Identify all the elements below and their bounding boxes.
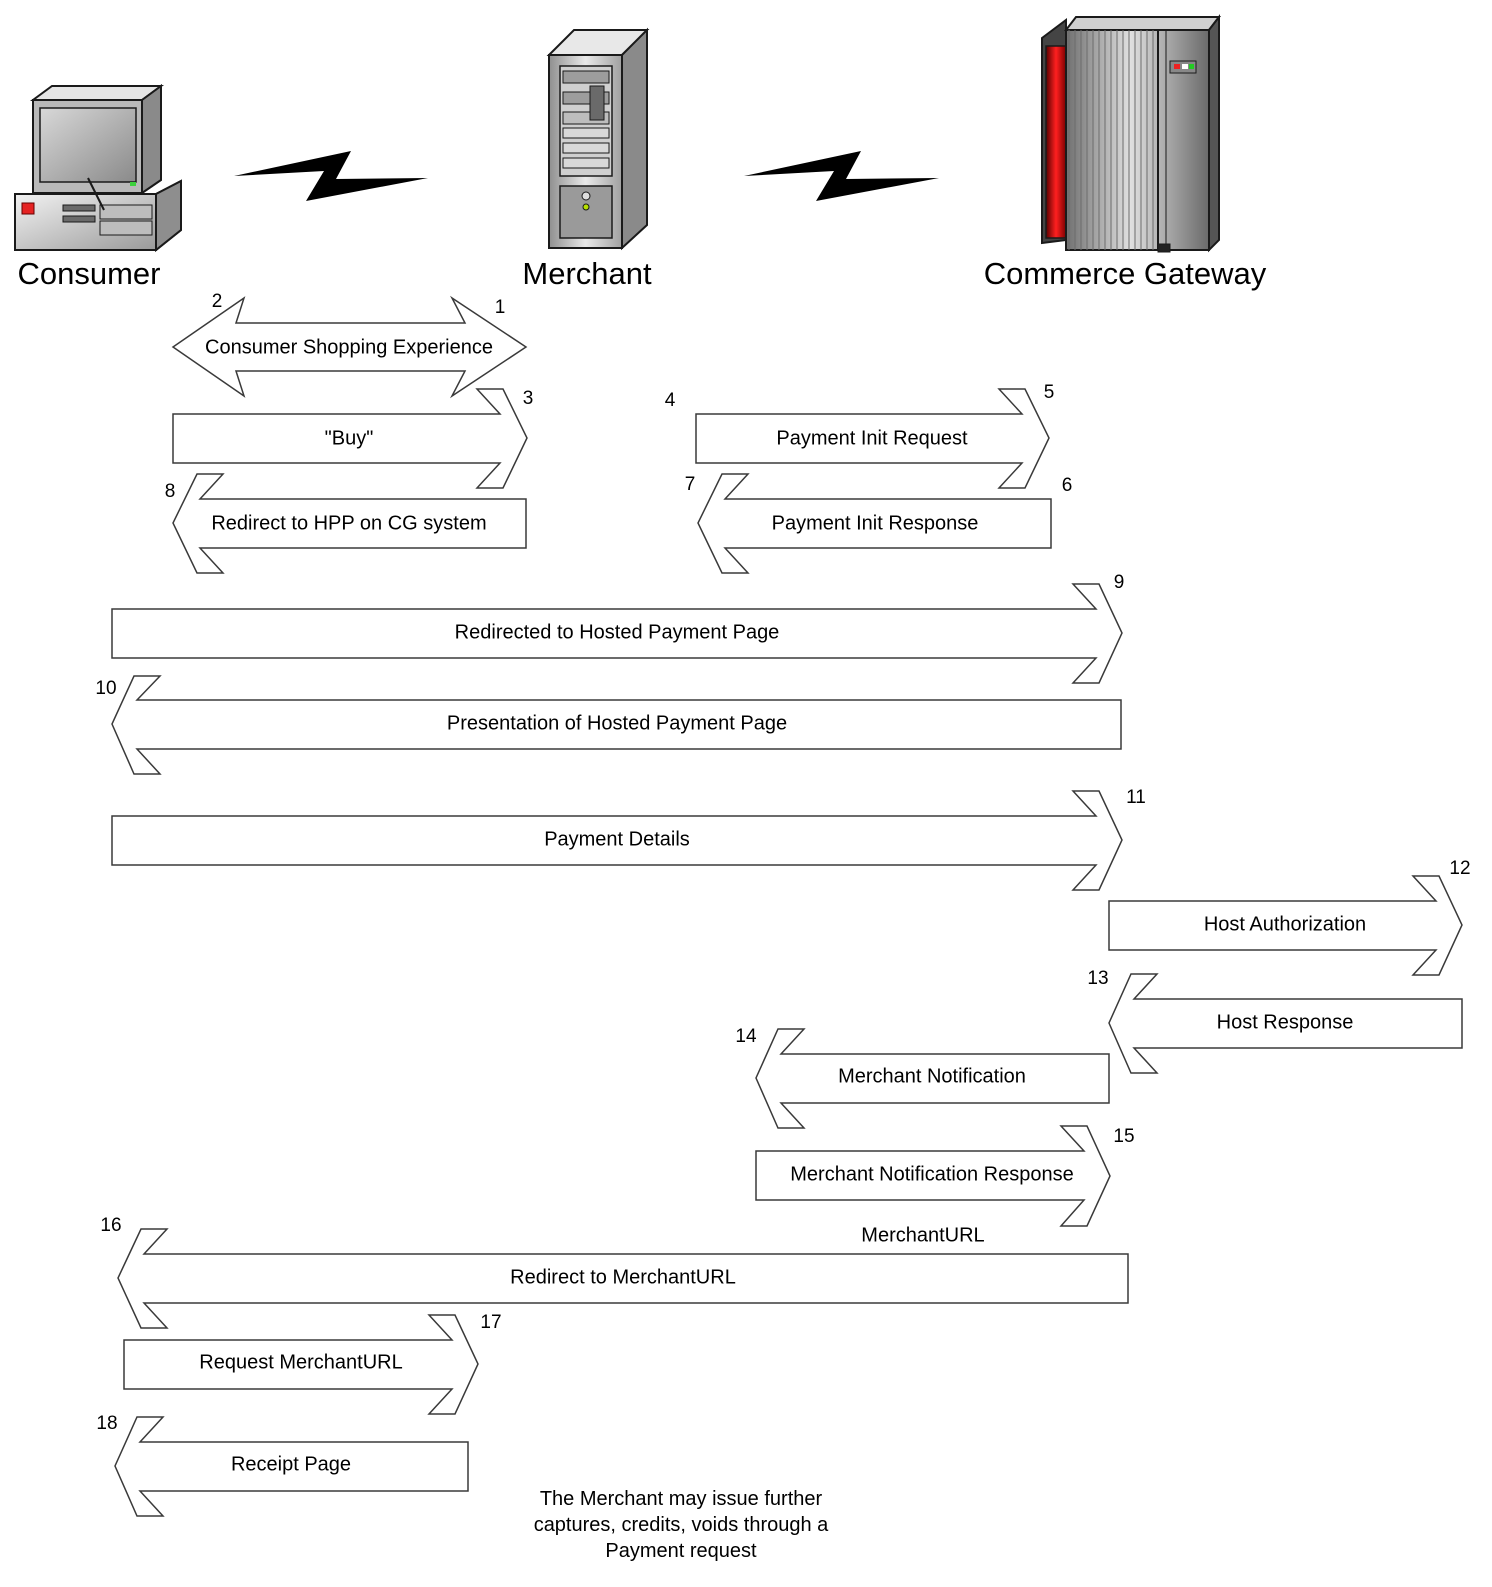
step-number: 16 <box>100 1215 122 1236</box>
step-number: 1 <box>494 297 506 318</box>
step-number: 10 <box>95 678 117 699</box>
redirect-merchanturl-arrow <box>117 1228 1129 1329</box>
step-number: 8 <box>164 481 176 502</box>
message-label: Merchant Notification Response <box>790 1163 1074 1186</box>
step-number: 14 <box>735 1026 757 1047</box>
step-number: 17 <box>480 1312 502 1333</box>
redirected-hpp-arrow <box>111 583 1123 684</box>
message-label: Consumer Shopping Experience <box>205 336 493 359</box>
message-label: Payment Init Request <box>776 427 968 450</box>
message-label: Redirected to Hosted Payment Page <box>454 621 780 644</box>
message-label: Host Authorization <box>1203 913 1367 936</box>
message-label: "Buy" <box>324 427 374 450</box>
message-label: Merchant Notification <box>838 1065 1026 1088</box>
footnote: The Merchant may issue further captures,… <box>533 1488 829 1562</box>
buy-arrow <box>172 388 528 489</box>
connection-bolt-icon <box>234 151 428 201</box>
redirect-hpp-arrow <box>172 473 527 574</box>
shopping-double-arrow <box>171 295 528 399</box>
merchant-server-icon <box>546 27 650 251</box>
merchant-url-label: MerchantURL <box>861 1224 985 1247</box>
step-number: 2 <box>211 291 223 312</box>
commerce-gateway-mainframe-icon <box>1041 14 1222 253</box>
presentation-hpp-arrow <box>111 675 1122 775</box>
consumer-computer-icon <box>14 84 182 253</box>
actor-label-consumer: Consumer <box>17 256 161 291</box>
message-label: Payment Init Response <box>771 512 979 535</box>
request-merchanturl-arrow <box>123 1314 479 1415</box>
step-number: 13 <box>1087 968 1109 989</box>
step-number: 6 <box>1061 475 1073 496</box>
receipt-page-arrow <box>114 1416 469 1517</box>
merchant-notification-response-arrow <box>755 1125 1111 1227</box>
message-label: Request MerchantURL <box>199 1351 403 1374</box>
message-label: Payment Details <box>544 828 690 851</box>
actor-label-gateway: Commerce Gateway <box>983 256 1267 291</box>
step-number: 9 <box>1113 572 1125 593</box>
step-number: 5 <box>1043 382 1055 403</box>
step-number: 12 <box>1449 858 1471 879</box>
payment-init-response-arrow <box>697 473 1052 574</box>
host-response-arrow <box>1108 973 1463 1074</box>
step-number: 11 <box>1126 787 1146 808</box>
merchant-notification-arrow <box>755 1028 1110 1129</box>
step-number: 4 <box>664 390 676 411</box>
message-label: Redirect to MerchantURL <box>510 1266 736 1289</box>
message-label: Host Response <box>1216 1011 1354 1034</box>
step-number: 7 <box>684 474 696 495</box>
actor-label-merchant: Merchant <box>522 256 652 291</box>
connection-bolt-icon <box>744 151 939 201</box>
step-number: 3 <box>522 388 534 409</box>
message-label: Redirect to HPP on CG system <box>211 512 487 535</box>
step-number: 18 <box>96 1413 118 1434</box>
step-number: 15 <box>1113 1126 1135 1147</box>
message-label: Receipt Page <box>230 1453 352 1476</box>
host-authorization-arrow <box>1108 875 1463 976</box>
message-label: Presentation of Hosted Payment Page <box>446 712 788 735</box>
payment-details-arrow <box>111 790 1123 891</box>
payment-init-request-arrow <box>695 388 1050 489</box>
